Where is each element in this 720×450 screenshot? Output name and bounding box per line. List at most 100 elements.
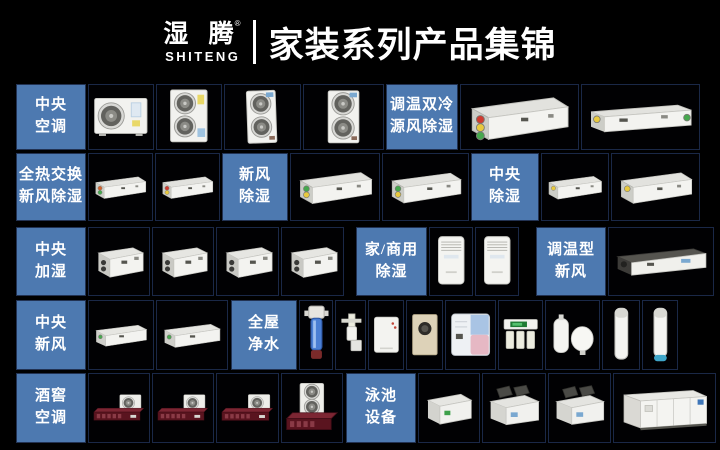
category-label-wine-cellar-ac: 酒窖空调	[16, 373, 86, 443]
product-filter-cylinder-2	[642, 300, 678, 370]
front-filter-box-image	[373, 317, 399, 353]
wine-cellar-unit-4-image	[285, 383, 339, 431]
category-label-line2: 净水	[247, 337, 280, 353]
beige-panel-filter-image	[411, 314, 438, 356]
outdoor-unit-tall-angled-image	[246, 90, 278, 144]
wine-cellar-unit-1-image	[93, 394, 145, 421]
category-label-pool-equipment: 泳池设备	[346, 373, 416, 443]
category-label-line2: 源风除湿	[389, 119, 454, 135]
ro-purifier-image	[503, 319, 538, 350]
wine-cellar-unit-3-image	[221, 394, 274, 421]
product-row: 酒窖空调 泳池设备	[0, 373, 720, 443]
category-label-full-heat-exchange-fresh-dehumid: 全热交换新风除湿	[16, 153, 86, 221]
category-label-line2: 新风除湿	[18, 189, 83, 205]
product-row: 中央空调 调温双冷源风除湿	[0, 84, 720, 150]
pool-heat-pump-2-image	[555, 385, 606, 426]
product-erv-unit-4	[382, 153, 469, 221]
page-header: 湿 腾 ® SHITENG 家装系列产品集锦	[0, 0, 720, 84]
category-label-line2: 除湿	[375, 263, 408, 280]
category-label-line2: 设备	[364, 410, 397, 426]
category-label-line2: 新风	[34, 337, 67, 353]
category-label-line1: 全屋	[247, 315, 280, 332]
product-pool-ahu-large	[613, 373, 716, 443]
product-pool-unit-small	[418, 373, 480, 443]
filter-cylinder-2-image	[653, 307, 667, 362]
product-front-filter-box	[368, 300, 404, 370]
registered-trademark-icon: ®	[234, 18, 241, 28]
erv-unit-6-image	[619, 172, 693, 205]
brand-name-en: SHITENG	[165, 48, 241, 64]
product-wine-cellar-unit-3	[216, 373, 279, 443]
category-label-temp-dual-cold-source-dehumid: 调温双冷源风除湿	[386, 84, 458, 150]
category-label-home-commercial-dehumid: 家/商用除湿	[356, 227, 427, 296]
category-label-line1: 全热交换	[18, 167, 83, 184]
product-duct-unit-multi-cap	[460, 84, 579, 150]
product-wine-cellar-unit-1	[88, 373, 150, 443]
category-label-central-ac: 中央空调	[16, 84, 86, 150]
pool-unit-small-image	[426, 394, 473, 425]
spin-down-prefilter-image	[303, 305, 329, 360]
product-row: 中央加湿 家/商用除湿 调温型新风	[0, 227, 720, 296]
category-label-line1: 家/商用	[364, 241, 419, 258]
wine-cellar-unit-2-image	[157, 394, 209, 421]
fresh-air-duct-1-image	[95, 325, 148, 347]
category-label-temp-adjust-fresh-air: 调温型新风	[536, 227, 606, 296]
category-label-line2: 空调	[34, 119, 67, 135]
product-flat-duct-unit	[608, 227, 714, 296]
product-outdoor-unit-dual-fan	[156, 84, 222, 150]
product-water-softener	[445, 300, 496, 370]
category-label-line2: 新风	[554, 263, 587, 280]
product-duct-unit-long	[581, 84, 700, 150]
erv-unit-3-image	[299, 172, 373, 205]
product-wall-mount-filter	[335, 300, 366, 370]
product-ro-purifier	[498, 300, 543, 370]
category-label-line1: 泳池	[364, 388, 397, 405]
portable-dehumidifier-1-image	[437, 236, 465, 285]
category-label-line1: 新风	[238, 167, 271, 184]
brand-name-cn: 湿 腾	[163, 20, 241, 48]
humidifier-4-image	[290, 247, 339, 279]
product-erv-unit-5	[541, 153, 609, 221]
product-wine-cellar-unit-2	[152, 373, 214, 443]
humidifier-1-image	[97, 247, 145, 278]
category-label-line1: 中央	[488, 167, 521, 184]
humidifier-2-image	[161, 247, 209, 278]
storage-tank-set-image	[553, 314, 594, 356]
product-row: 中央新风全屋净水	[0, 300, 720, 370]
product-portable-dehumidifier-2	[475, 227, 519, 296]
category-label-line1: 调温双冷	[389, 97, 454, 114]
product-fresh-air-duct-1	[88, 300, 154, 370]
product-erv-unit-2	[155, 153, 220, 221]
category-label-line1: 中央	[34, 241, 67, 258]
product-humidifier-4	[281, 227, 344, 296]
outdoor-unit-dual-fan-image	[170, 89, 208, 143]
product-humidifier-2	[152, 227, 214, 296]
product-filter-cylinder-1	[602, 300, 640, 370]
category-label-line1: 调温型	[546, 241, 595, 258]
category-label-line2: 除湿	[488, 189, 521, 205]
brand-logo: 湿 腾 ® SHITENG	[163, 18, 241, 64]
category-label-line2: 空调	[34, 410, 67, 426]
product-row: 全热交换新风除湿新风除湿中央除湿	[0, 153, 720, 221]
product-outdoor-unit-tall-angled	[224, 84, 301, 150]
product-erv-unit-1	[88, 153, 153, 221]
flat-duct-unit-image	[616, 248, 707, 276]
product-erv-unit-3	[290, 153, 380, 221]
erv-unit-5-image	[548, 176, 603, 200]
category-label-line1: 酒窖	[34, 388, 67, 405]
water-softener-image	[451, 313, 490, 357]
category-label-line2: 除湿	[238, 189, 271, 205]
category-label-line2: 加湿	[34, 263, 67, 280]
erv-unit-1-image	[95, 176, 147, 200]
product-outdoor-unit-tall-front	[303, 84, 384, 150]
wall-mount-filter-image	[340, 313, 362, 352]
product-fresh-air-duct-2	[156, 300, 228, 370]
duct-unit-long-image	[591, 104, 692, 133]
category-label-whole-house-water: 全屋净水	[231, 300, 297, 370]
duct-unit-multi-cap-image	[471, 97, 570, 141]
category-label-fresh-air-dehumid: 新风除湿	[222, 153, 288, 221]
outdoor-unit-single-fan-image	[94, 98, 148, 137]
product-humidifier-3	[216, 227, 279, 296]
